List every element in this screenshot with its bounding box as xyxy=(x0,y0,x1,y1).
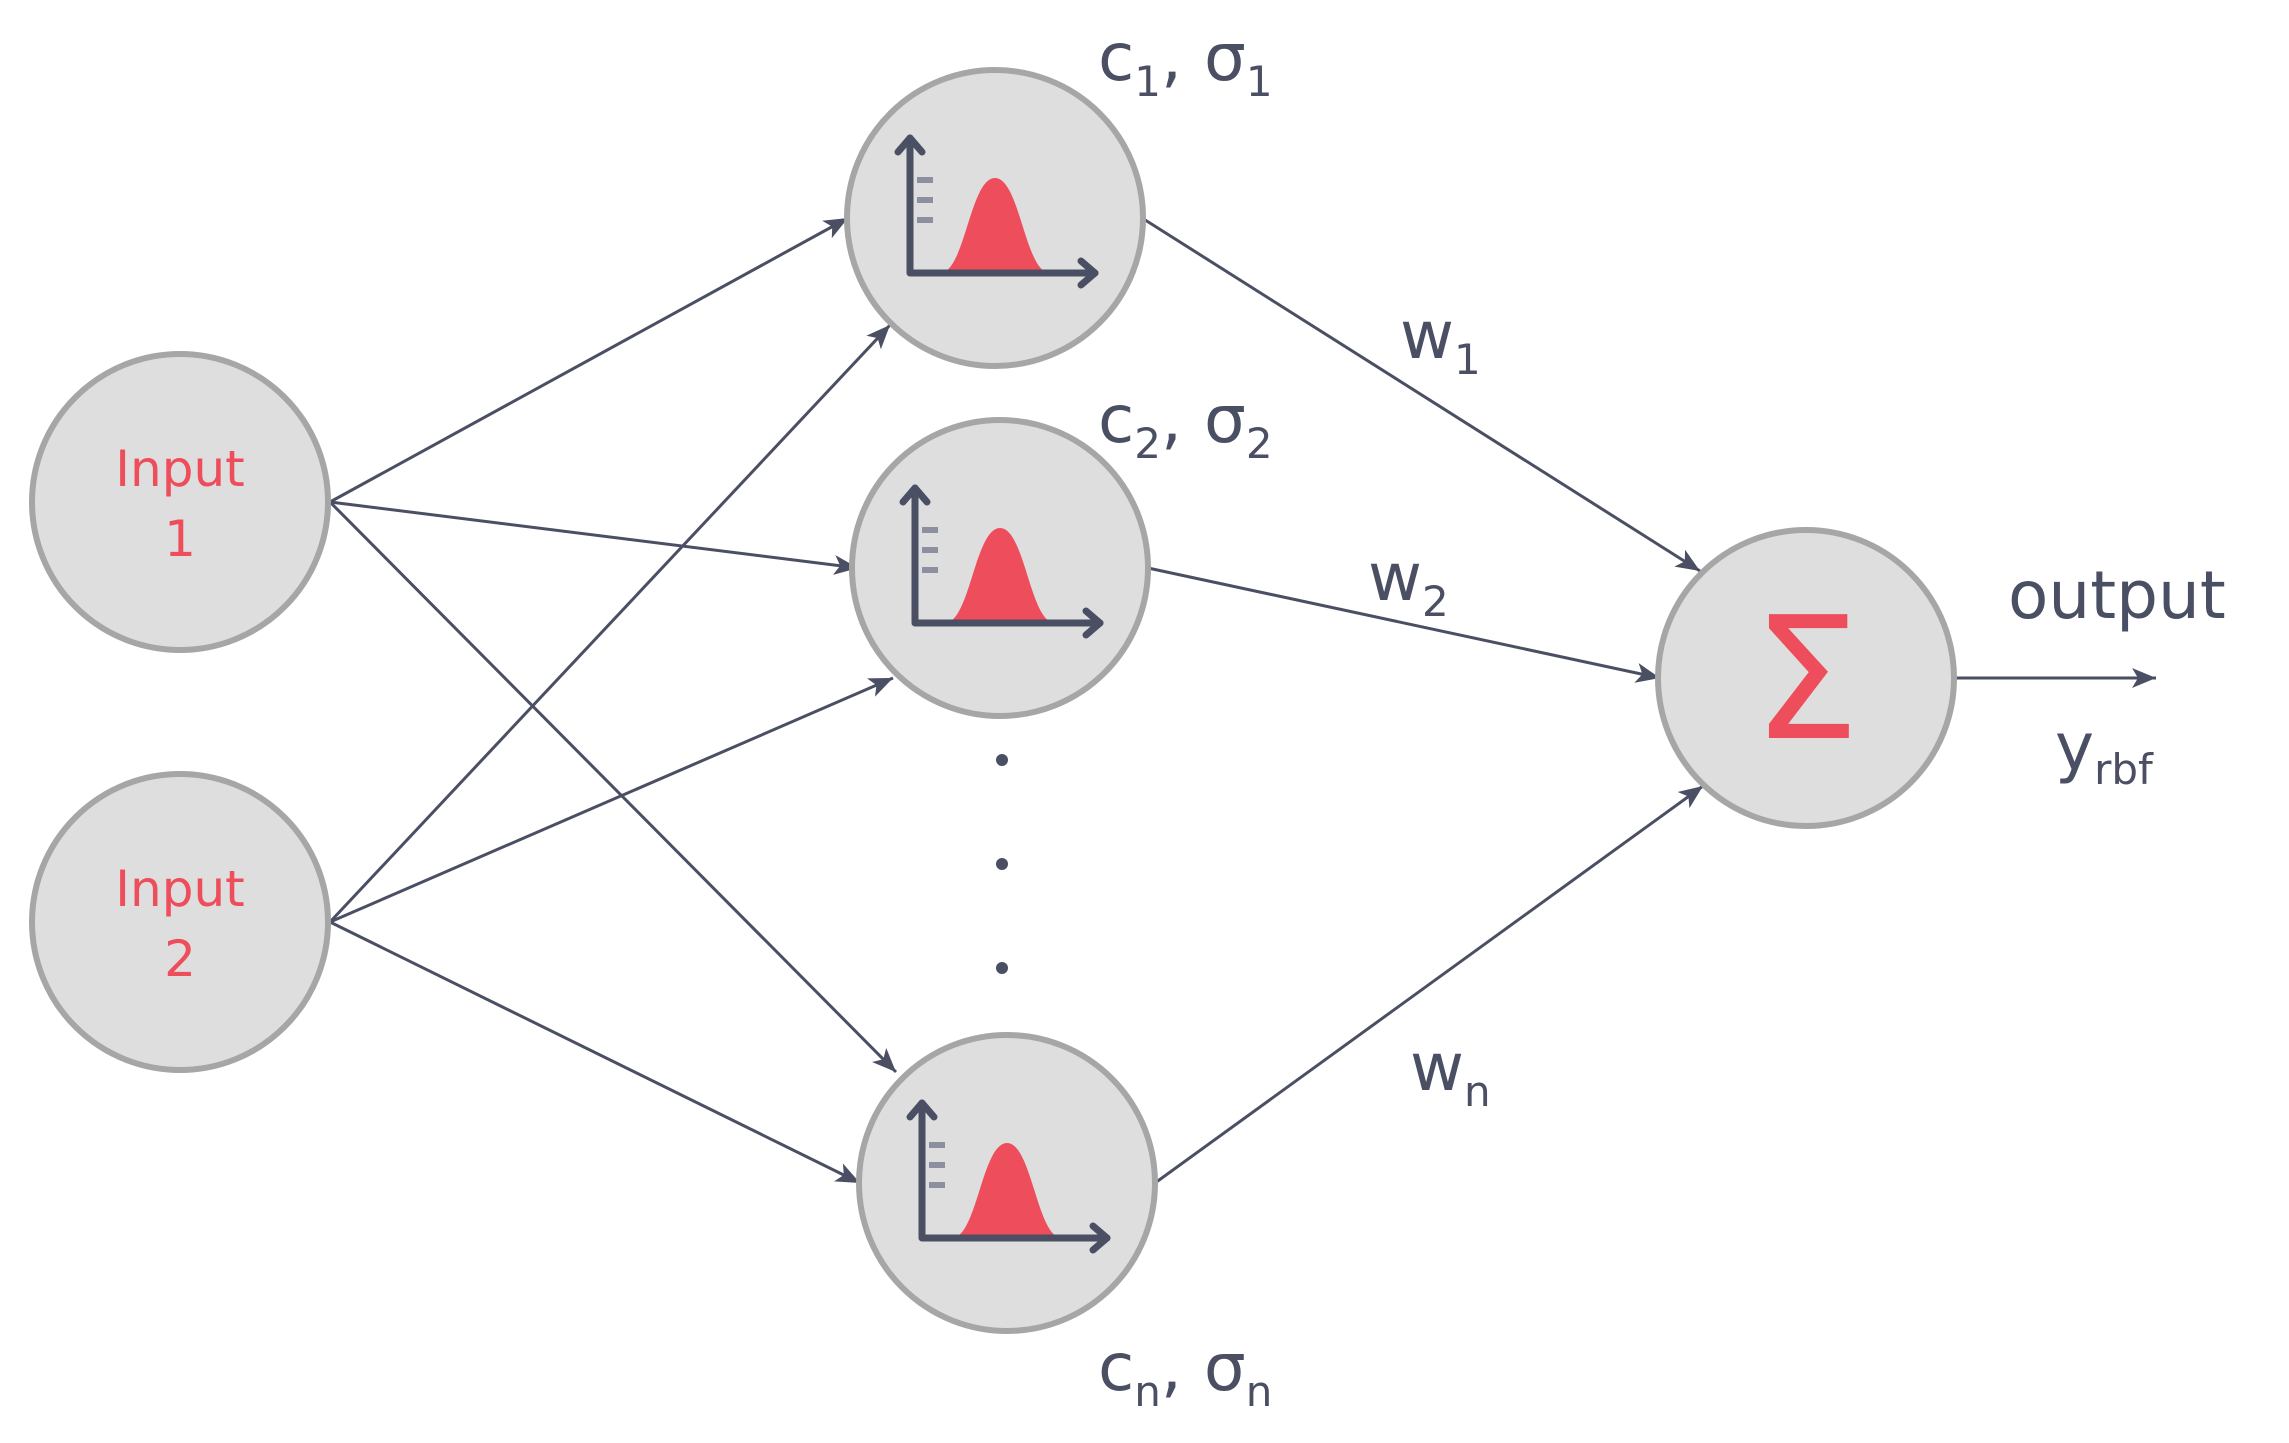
weight-n-sub: n xyxy=(1464,1067,1491,1116)
hidden-2-sigma-sub: 2 xyxy=(1246,419,1273,468)
output-y-label: yrbf xyxy=(2055,709,2154,794)
edge-input1-hidden2 xyxy=(329,500,859,575)
weight-1-w: w xyxy=(1400,297,1454,374)
ellipsis-dot xyxy=(996,858,1008,870)
hidden-node-2 xyxy=(849,417,1151,719)
hidden-2-params: c2,σ2 xyxy=(1098,381,1273,468)
sum-node: Σ xyxy=(1655,527,1957,829)
hidden-2-c: c xyxy=(1098,381,1134,458)
hidden-node-n xyxy=(856,1032,1158,1334)
input-node-2-label: Input xyxy=(115,860,244,918)
input-node-1: Input 1 xyxy=(29,351,331,653)
input-node-2-number: 2 xyxy=(164,930,196,988)
output-y: y xyxy=(2055,709,2094,786)
input-node-2: Input 2 xyxy=(29,771,331,1073)
weight-n-label: wn xyxy=(1410,1029,1491,1116)
hidden-n-c-sub: n xyxy=(1134,1367,1161,1416)
sigma-symbol: Σ xyxy=(1752,581,1859,779)
edge-input2-hidden1 xyxy=(328,323,892,924)
input-node-1-label: Input xyxy=(115,440,244,498)
weight-2-label: w2 xyxy=(1368,539,1449,626)
output-label: output xyxy=(2008,557,2226,634)
hidden-1-sigma: σ xyxy=(1204,19,1246,96)
edge-input1-hidden1 xyxy=(329,216,849,504)
weight-2-w: w xyxy=(1368,539,1422,616)
hidden-1-c: c xyxy=(1098,19,1134,96)
output-y-sub: rbf xyxy=(2094,745,2154,794)
edge-input2-hiddenn xyxy=(329,920,861,1185)
hidden-n-c: c xyxy=(1098,1329,1134,1406)
gaussian-plot-icon xyxy=(906,1099,1111,1254)
edge-hiddenn-sum xyxy=(1154,784,1704,1185)
hidden-n-sep: , xyxy=(1161,1329,1182,1406)
hidden-1-c-sub: 1 xyxy=(1134,57,1161,106)
weight-2-sub: 2 xyxy=(1422,577,1449,626)
edge-input1-hiddenn xyxy=(328,500,898,1074)
ellipsis-dot xyxy=(996,962,1008,974)
hidden-n-params: cn,σn xyxy=(1098,1329,1272,1416)
hidden-node-1 xyxy=(844,67,1146,369)
input-node-1-number: 1 xyxy=(164,510,196,568)
edge-hidden1-sum xyxy=(1141,216,1701,573)
gaussian-plot-icon xyxy=(899,484,1104,639)
edge-input2-hidden2 xyxy=(329,676,894,924)
hidden-1-sep: , xyxy=(1161,19,1182,96)
hidden-n-sigma: σ xyxy=(1204,1329,1246,1406)
ellipsis-dot xyxy=(996,754,1008,766)
hidden-n-sigma-sub: n xyxy=(1246,1367,1273,1416)
hidden-1-params: c1,σ1 xyxy=(1098,19,1273,106)
weight-1-label: w1 xyxy=(1400,297,1481,384)
edge-hidden2-sum xyxy=(1147,566,1661,683)
hidden-2-c-sub: 2 xyxy=(1134,419,1161,468)
gaussian-plot-icon xyxy=(894,134,1099,289)
hidden-1-sigma-sub: 1 xyxy=(1246,57,1273,106)
hidden-2-sep: , xyxy=(1161,381,1182,458)
weight-1-sub: 1 xyxy=(1454,335,1481,384)
weight-n-w: w xyxy=(1410,1029,1464,1106)
hidden-2-sigma: σ xyxy=(1204,381,1246,458)
